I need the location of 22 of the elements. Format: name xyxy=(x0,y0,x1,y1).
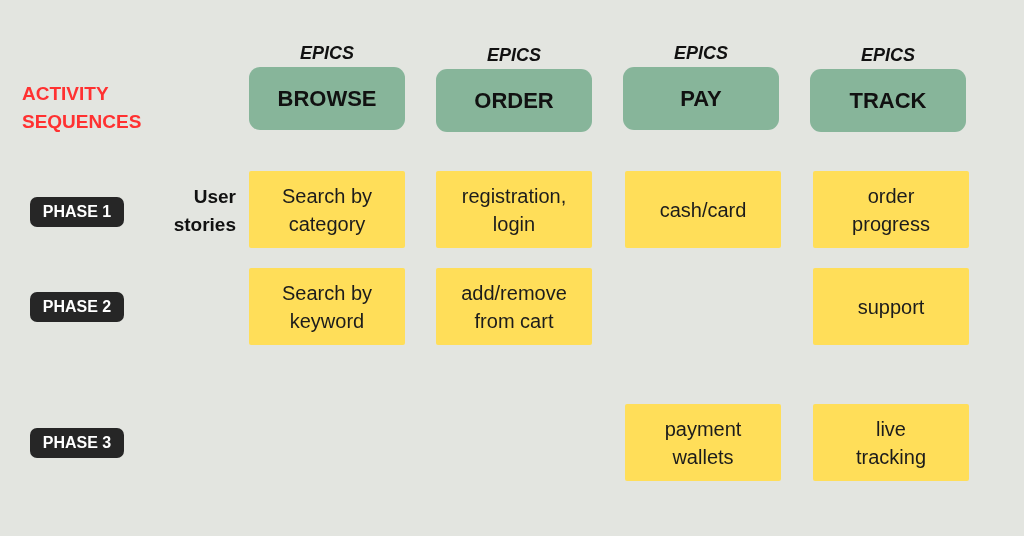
row-heading: User stories xyxy=(172,185,236,237)
sticky-note: order progress xyxy=(813,171,969,248)
sticky-note: Search by category xyxy=(249,171,405,248)
sticky-note: live tracking xyxy=(813,404,969,481)
epic-heading: EPICS xyxy=(487,44,541,67)
sticky-note: registration, login xyxy=(436,171,592,248)
epic-card: TRACK xyxy=(810,69,966,132)
epic-card: PAY xyxy=(623,67,779,130)
sticky-note: Search by keyword xyxy=(249,268,405,345)
row-heading: ACTIVITY SEQUENCES xyxy=(22,82,143,134)
sticky-note: support xyxy=(813,268,969,345)
phase-badge: PHASE 1 xyxy=(30,197,124,227)
epic-card: ORDER xyxy=(436,69,592,132)
sticky-note: add/remove from cart xyxy=(436,268,592,345)
epic-heading: EPICS xyxy=(674,42,728,65)
sticky-note: cash/card xyxy=(625,171,781,248)
epic-heading: EPICS xyxy=(300,42,354,65)
sticky-note: payment wallets xyxy=(625,404,781,481)
phase-badge: PHASE 2 xyxy=(30,292,124,322)
epic-heading: EPICS xyxy=(861,44,915,67)
epic-card: BROWSE xyxy=(249,67,405,130)
phase-badge: PHASE 3 xyxy=(30,428,124,458)
